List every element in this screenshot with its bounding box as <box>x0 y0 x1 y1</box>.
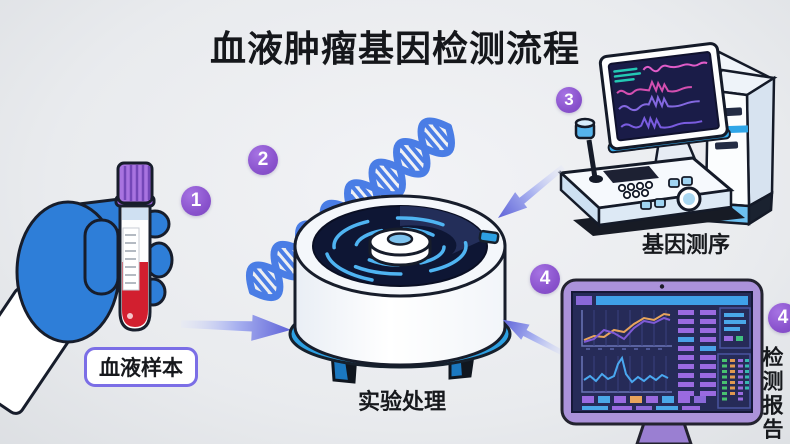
page-title: 血液肿瘤基因检测流程 <box>209 28 580 69</box>
lab-processing-label: 实验处理 <box>357 389 446 414</box>
centrifuge-icon <box>288 194 512 384</box>
arrow-report-to-centrifuge-icon <box>502 319 568 358</box>
blood-sample-label: 血液样本 <box>84 347 198 387</box>
arrow-sample-to-centrifuge-icon <box>180 314 292 341</box>
step-3-badge: 3 <box>556 87 582 113</box>
gene-sequencer-icon <box>557 42 778 236</box>
blood-sample-tube-icon <box>0 161 174 415</box>
gene-sequencing-label: 基因测序 <box>641 232 730 257</box>
step-2-badge: 2 <box>248 145 278 175</box>
arrow-sequencer-to-centrifuge-icon <box>498 164 565 218</box>
step-1-badge: 1 <box>181 186 211 216</box>
step-4-badge: 4 <box>530 264 560 294</box>
step-4-badge-right: 4 <box>768 303 790 333</box>
report-monitor-icon <box>560 278 764 444</box>
test-report-label: 检测报告 <box>760 346 783 442</box>
